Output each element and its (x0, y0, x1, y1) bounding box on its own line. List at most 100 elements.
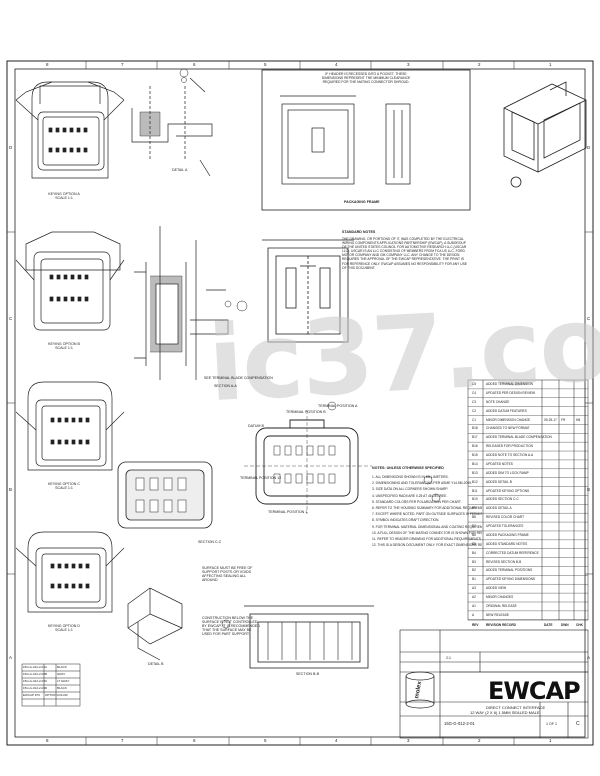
revision-cell: C4 (472, 390, 477, 395)
revision-cell: B14 (472, 461, 478, 466)
zone-number: 8 (46, 738, 49, 743)
revision-cell: UPDATED KEYING DIMENSIONS (486, 577, 535, 582)
revision-header-cell: REVISION RECORD (486, 623, 516, 627)
material-cell: BLACK (57, 686, 67, 690)
zone-letter: A (587, 655, 591, 660)
revision-cell: A1 (472, 604, 476, 608)
revision-cell: RELEASED FOR PRODUCTION (486, 444, 533, 449)
zone-number: 3 (407, 62, 410, 67)
revision-cell: UPDATED KEYING OPTIONS (486, 488, 530, 493)
title-line-2: 12 WAY (2 X 6) 1.5MM SEALED MALE (470, 710, 540, 715)
material-cell: OPTION (45, 693, 57, 697)
note-item: 12. THIS IS A DESIGN DOCUMENT ONLY. FOR … (372, 543, 482, 548)
zone-number: 5 (264, 738, 267, 743)
keying-c-label: KEYING OPTION C SCALE 1:1 (48, 482, 80, 490)
title-line-1: DIRECT CONNECT INTERFACE (486, 705, 546, 710)
revision-cell: MINOR DIMENSION CHANGE (486, 417, 531, 422)
revision-cell: B7 (472, 524, 476, 529)
material-cell: C (45, 679, 48, 683)
revision-cell: ADDED DATUM FEATURES (486, 408, 527, 413)
revision-cell: ADDED SECTION C-C (486, 497, 519, 502)
zone-number: 6 (193, 738, 196, 743)
bottom-section-view (244, 605, 374, 669)
revision-cell: FR (561, 417, 566, 422)
keying-option-b-view (15, 231, 125, 331)
detail-a-label: DETAIL A (172, 168, 188, 172)
keying-d-label: KEYING OPTION D SCALE 1:1 (48, 624, 80, 632)
terminal-position-a: TERMINAL POSITION A (318, 404, 358, 408)
revision-cell: CORRECTED DATUM REFERENCE (486, 550, 539, 555)
revision-cell: ADDED NOTE TO SECTION A-A (486, 453, 534, 458)
standard-notes-title: STANDARD NOTES (342, 230, 376, 234)
note-item: 6. REFER TO THE HOUSING SUMMARY FOR ADDI… (372, 506, 482, 511)
revision-cell: MINOR CHANGES (486, 595, 514, 600)
zone-number: 2 (478, 738, 481, 743)
revision-header-cell: CHK (576, 623, 583, 627)
zone-number: 8 (46, 62, 49, 67)
drawing-number: 15G-G-012-2-01 (444, 721, 475, 726)
terminal-position-1: TERMINAL POSITION 1 (268, 510, 308, 514)
section-aa-view (134, 226, 229, 380)
keying-a-label: KEYING OPTION A SCALE 1:1 (48, 192, 80, 200)
revision-cell: ADDED VIEW (486, 586, 507, 591)
revision-row: C5 ADDED TERMINAL DIMENSION (470, 380, 588, 389)
section-aa-label: SECTION A-A (214, 384, 237, 388)
revision-cell: B18 (472, 426, 478, 431)
material-cell: B (45, 672, 48, 676)
revision-cell: A2 (472, 595, 476, 600)
material-cell: LT GRAY (57, 679, 70, 683)
keying-option-c-view (15, 381, 125, 471)
zone-number: 4 (335, 62, 338, 67)
keying-option-a-view (15, 81, 125, 179)
packaging-frame-box (261, 69, 471, 211)
revision-cell: KB (576, 417, 581, 422)
revision-cell: UPDATED PER DESIGN REVIEW (486, 390, 535, 395)
keying-b-label: KEYING OPTION B SCALE 1:1 (48, 342, 80, 350)
notes-list: 1. ALL DIMENSIONS SHOWN IS IN MILLIMETER… (372, 474, 482, 548)
revision-cell: B15 (472, 453, 478, 458)
revision-row: A2 MINOR CHANGES (470, 593, 588, 602)
revision-cell: REVISED SECTION B-B (486, 559, 522, 564)
revision-header-cell: DATE (544, 623, 553, 627)
material-cell: D (45, 686, 48, 690)
zone-number: 5 (264, 62, 267, 67)
keying-option-d-view (15, 531, 125, 613)
revision-cell: ADDED DETAIL B (486, 479, 512, 484)
revision-cell: C3 (472, 399, 477, 404)
terminal-comp-note: SEE TERMINAL BLADE COMPENSATION (204, 376, 273, 380)
revision-cell: ADDED TERMINAL DIMENSION (486, 382, 533, 386)
revision-cell: A3 (472, 586, 476, 591)
revision-cell: C5 (472, 382, 477, 386)
material-cell: BLACK (57, 665, 67, 669)
revision-cell: REVISED COLOR CHART (486, 515, 525, 520)
revision-cell: B5 (472, 541, 476, 546)
revision-cell: ADDED DETAIL A (486, 506, 512, 511)
revision-cell: NOTE CHANGE (486, 399, 510, 404)
material-cell: 15G-G-012-2-03 (23, 679, 46, 683)
note-item: 3. SIZE DATA ON ALL CORNERS SHOWN SHARP. (372, 487, 449, 492)
terminal-position-b: TERMINAL POSITION B (286, 410, 326, 414)
material-cell: COLOR (57, 693, 68, 697)
revision-cell: ADDED PACKAGING FRAME (486, 532, 529, 537)
section-cc-label: SECTION C-C (198, 540, 222, 544)
zone-letter: C (9, 316, 13, 321)
standard-notes-body: THE DRAWING, OR PORTIONS OF IT, WAS COMP… (342, 237, 468, 270)
zone-letter: D (9, 145, 13, 150)
